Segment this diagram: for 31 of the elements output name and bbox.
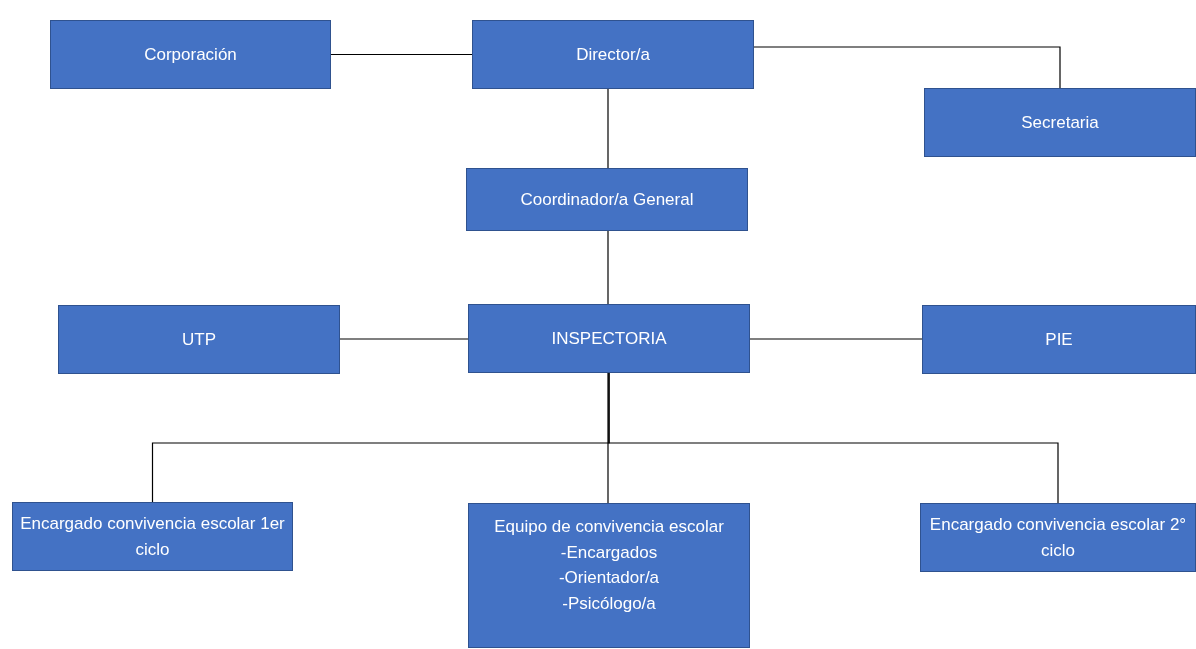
- box-label: Equipo de convivencia escolar: [493, 516, 725, 538]
- org-box: [50, 20, 331, 89]
- box-label: Director/a: [575, 43, 651, 66]
- box-label: -Orientador/a: [557, 567, 661, 589]
- connector-line: [608, 372, 1059, 504]
- org-box: [12, 502, 293, 571]
- org-box: [920, 503, 1196, 572]
- org-box: [922, 305, 1196, 374]
- org-box: [924, 88, 1196, 157]
- box-label: -Encargados: [559, 541, 659, 564]
- connector-line: [753, 46, 1061, 89]
- connector-line: [339, 338, 469, 340]
- connector-line: [607, 88, 609, 169]
- box-label: Secretaria: [1020, 111, 1100, 134]
- connector-line: [607, 372, 609, 504]
- connector-line: [330, 53, 473, 56]
- org-box: [468, 304, 750, 373]
- box-label: UTP: [181, 328, 217, 351]
- org-box: [472, 20, 754, 89]
- box-label: PIE: [1044, 328, 1074, 351]
- connector-line: [749, 338, 923, 340]
- box-label: INSPECTORIA: [550, 327, 668, 350]
- box-label: Encargado convivencia escolar 1er ciclo: [19, 513, 286, 561]
- box-label: -Psicólogo/a: [561, 592, 657, 615]
- connector-line: [607, 230, 609, 305]
- box-label: Coordinador/a General: [519, 188, 695, 211]
- box-label: Corporación: [143, 43, 238, 66]
- box-label: Encargado convivencia escolar 2° ciclo: [928, 514, 1188, 562]
- org-box: [466, 168, 748, 231]
- org-box: [468, 503, 750, 648]
- org-box: [58, 305, 340, 374]
